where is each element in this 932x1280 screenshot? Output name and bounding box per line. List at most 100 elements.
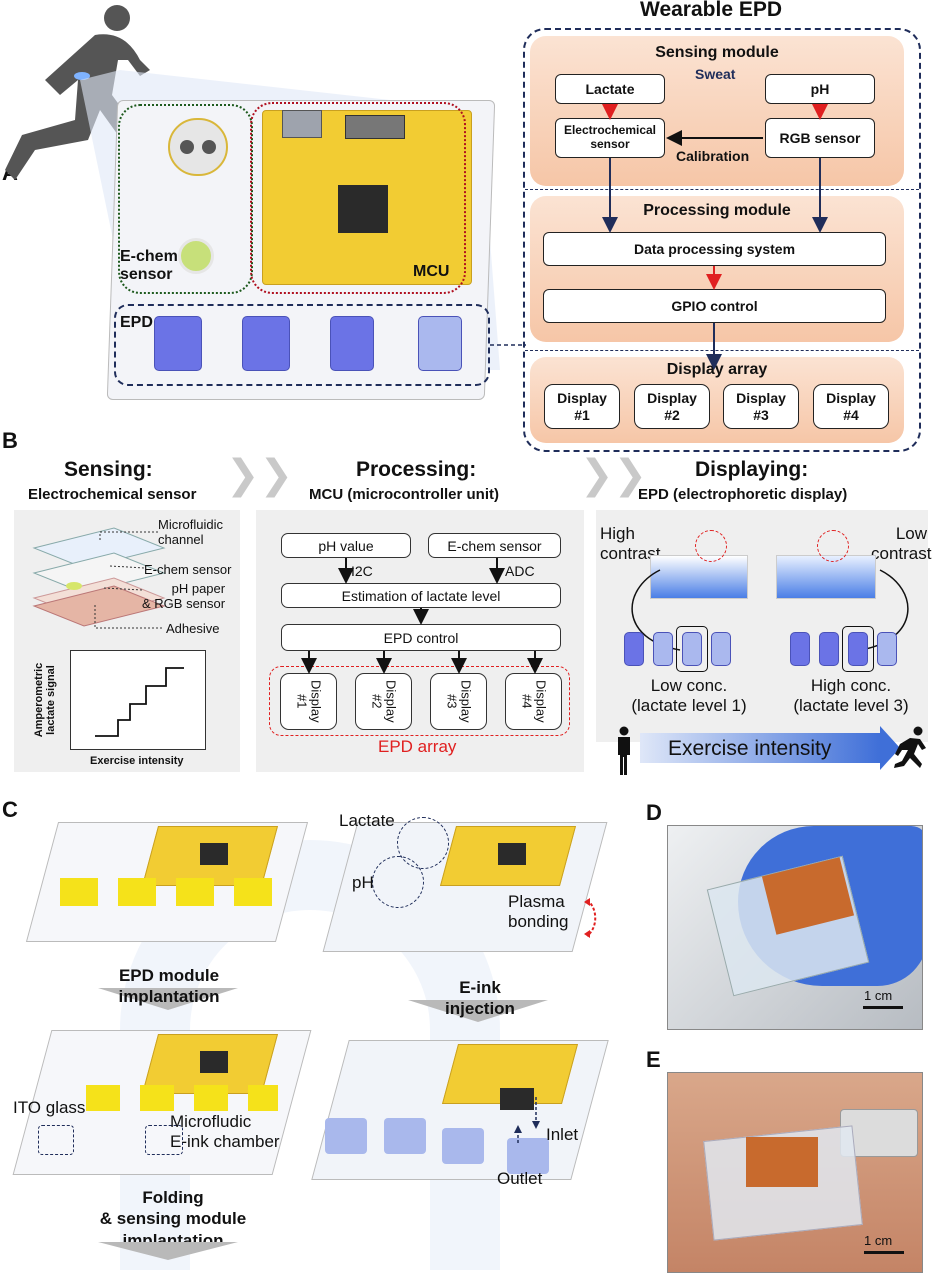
panel-label-d: D (646, 800, 662, 825)
mcu-chip-a (338, 185, 388, 233)
c-blue-cell-3 (442, 1128, 484, 1164)
c-chip-4 (500, 1088, 534, 1110)
layer-label-echem: E-chem sensor (144, 562, 232, 577)
epd-mini-highlight-2 (842, 626, 874, 672)
data-processing-box: Data processing system (543, 232, 886, 266)
scale-label-d: 1 cm (864, 988, 893, 1003)
layer-label-adhesive: Adhesive (166, 621, 220, 636)
electrochemical-sensor-box: Electrochemical sensor (555, 118, 665, 158)
epd-cell-3-a (330, 316, 374, 371)
echem-region-outline (118, 104, 253, 294)
epd-array-label: EPD array (378, 737, 457, 756)
microfluidic-label: Microfludic E-ink chamber (170, 1112, 280, 1152)
displaying-title: Displaying: (695, 458, 809, 481)
low-contrast-label: Low contrast (871, 524, 932, 563)
processing-title: Processing: (356, 458, 477, 481)
ph-circle (372, 856, 424, 908)
lactate-label-c: Lactate (339, 811, 395, 830)
panel-label-b: B (2, 428, 18, 453)
epd-mini-2 (653, 632, 673, 666)
inlet-label: Inlet (546, 1125, 579, 1144)
display-box-2-a: Display #2 (634, 384, 710, 429)
c-yellow-pad-4 (234, 878, 272, 906)
panel-a-arrows (602, 104, 828, 370)
mcu-region-outline (250, 102, 466, 294)
echem-sensor-label-a: E-chem sensor (120, 248, 178, 284)
plot-ylabel: Amperometric lactate signal (33, 662, 58, 738)
wearable-epd-frame (523, 28, 921, 452)
c-chip-1 (200, 843, 228, 865)
person-running-icon (894, 726, 926, 768)
display-box-1-b: Display #1 (280, 673, 337, 730)
epd-array-outline (269, 666, 570, 736)
epd-implantation-label: EPD module implantation (118, 966, 220, 1007)
inlet-outlet-arrows (514, 1097, 540, 1143)
layer-label-ph: pH paper & RGB sensor (142, 581, 226, 611)
echem-electrode-a (168, 118, 228, 176)
step-arrow-1 (98, 988, 238, 1010)
epd-region-outline (114, 304, 490, 386)
epd-cell-2-a (242, 316, 290, 371)
displaying-panel-bg (596, 510, 928, 742)
cell-high-contrast (650, 555, 748, 599)
epd-mini-3 (682, 632, 702, 666)
c-yellow-pad-5 (86, 1085, 120, 1111)
mcu-label-a: MCU (413, 263, 450, 280)
ph-box: pH (765, 74, 875, 104)
echem-dot-2 (202, 140, 216, 154)
c-yellow-pad-3 (176, 878, 214, 906)
ito-glass-label: ITO glass (13, 1098, 86, 1117)
outlet-label: Outlet (497, 1169, 543, 1188)
echem-sensor-box-b: E-chem sensor (428, 533, 561, 558)
processing-arrows (301, 558, 543, 674)
echem-dot-1 (180, 140, 194, 154)
light-circle-2 (817, 530, 849, 562)
plot-xlabel: Exercise intensity (90, 755, 184, 767)
connector-line-a (490, 344, 526, 346)
epd-mini-4 (711, 632, 731, 666)
epd-mini-6 (819, 632, 839, 666)
epd-mini-highlight-1 (676, 626, 708, 672)
c-blue-cell-2 (384, 1118, 426, 1154)
c-chip-2 (498, 843, 526, 865)
c-yellow-pad-1 (60, 878, 98, 906)
ph-value-box: pH value (281, 533, 411, 558)
sensing-module: Sensing module Sweat (530, 36, 904, 186)
epd-cell-4-a (418, 316, 462, 371)
amperometric-steps (95, 667, 184, 737)
c-chip-3 (200, 1051, 228, 1073)
gpio-control-box: GPIO control (543, 289, 886, 323)
rgb-sensor-box: RGB sensor (765, 118, 875, 158)
light-circle-1 (695, 530, 727, 562)
layer-leader-lines (94, 531, 164, 629)
high-conc-label: High conc. (lactate level 3) (793, 676, 909, 716)
chevron-right-icon-1: ❯❯ (226, 453, 294, 497)
display-box-4-b: Display #4 (505, 673, 562, 730)
step-arrow-2 (408, 1000, 548, 1022)
panel-label-c: C (2, 797, 18, 822)
usb-connector-a (282, 110, 322, 138)
epd-mini-1 (624, 632, 644, 666)
sensing-title: Sensing: (64, 458, 153, 481)
step-arrow-3 (98, 1242, 238, 1260)
scale-label-e: 1 cm (864, 1233, 893, 1248)
chevron-right-icon-2: ❯❯ (580, 453, 648, 497)
panel-label-e: E (646, 1047, 661, 1072)
c-yellow-pad-7 (194, 1085, 228, 1111)
exercise-intensity-label: Exercise intensity (668, 737, 832, 760)
sweat-label: Sweat (695, 66, 736, 82)
exercise-intensity-arrow (640, 733, 880, 763)
switch-a (345, 115, 405, 139)
scale-bar-e (864, 1251, 904, 1254)
epd-mini-7 (848, 632, 868, 666)
lactate-circle (397, 817, 449, 869)
eink-injection-label: E-ink injection (445, 978, 515, 1019)
epd-mini-5 (790, 632, 810, 666)
displaying-subtitle: EPD (electrophoretic display) (638, 486, 848, 503)
display-box-4-a: Display #4 (813, 384, 889, 429)
plasma-bonding-label: Plasma bonding (508, 892, 569, 932)
ph-label-c: pH (352, 873, 374, 892)
runner-silhouette (5, 5, 165, 181)
sensing-subtitle: Electrochemical sensor (28, 486, 197, 503)
c-yellow-pad-8 (248, 1085, 278, 1111)
